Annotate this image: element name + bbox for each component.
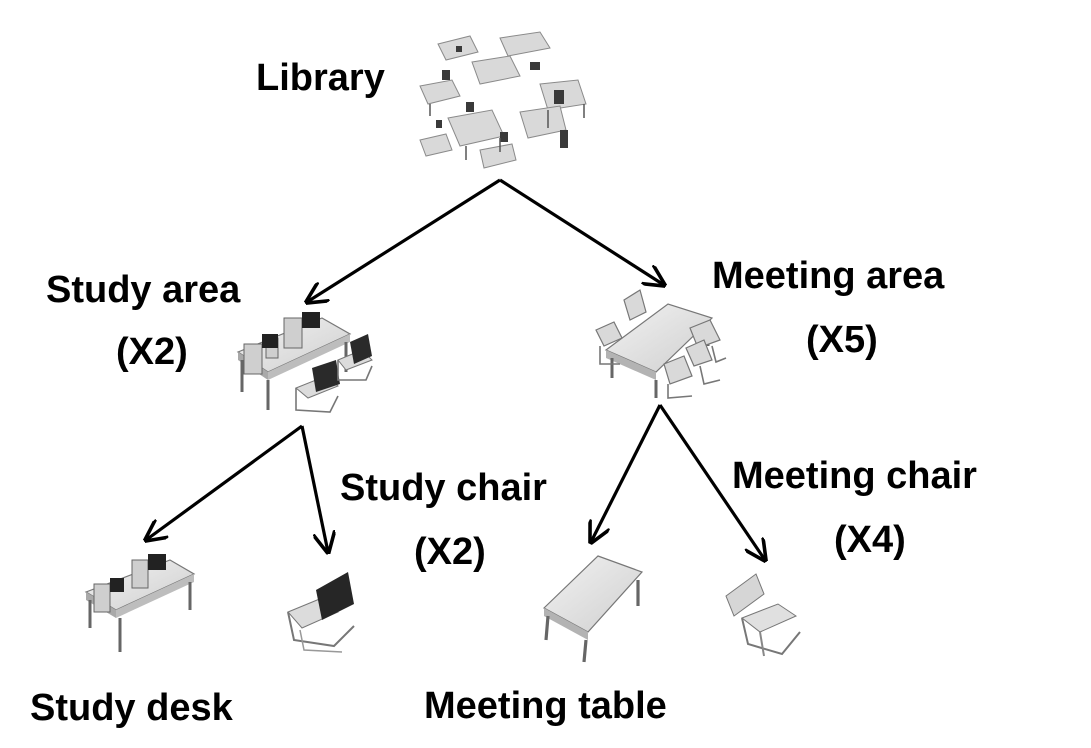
library-label: Library xyxy=(256,57,385,99)
meeting-chair-render xyxy=(725,573,801,657)
edge-meeting-area-meeting-chair xyxy=(658,404,765,560)
edge-library-study-area xyxy=(307,178,501,302)
study-area-count: (X2) xyxy=(116,331,188,373)
study-desk-label: Study desk xyxy=(30,687,233,729)
meeting-table-label: Meeting table xyxy=(424,685,667,727)
meeting-area-label: Meeting area xyxy=(712,255,945,297)
meeting-chair-label: Meeting chair xyxy=(732,455,977,497)
study-area-render xyxy=(236,312,373,413)
study-chair-render xyxy=(287,572,355,653)
meeting-chair-count: (X4) xyxy=(834,519,906,561)
study-desk-render xyxy=(84,554,196,652)
edge-study-area-study-chair xyxy=(300,425,328,552)
edge-study-area-study-desk xyxy=(146,424,303,540)
library-render xyxy=(415,31,590,182)
edge-library-meeting-area xyxy=(499,178,664,285)
study-area-label: Study area xyxy=(46,269,241,311)
edges xyxy=(146,178,765,560)
meeting-area-count: (X5) xyxy=(806,319,878,361)
study-chair-count: (X2) xyxy=(414,531,486,573)
edge-meeting-area-meeting-table xyxy=(591,404,662,542)
meeting-table-render xyxy=(542,555,644,663)
meeting-area-render xyxy=(595,289,727,399)
study-chair-label: Study chair xyxy=(340,467,547,509)
